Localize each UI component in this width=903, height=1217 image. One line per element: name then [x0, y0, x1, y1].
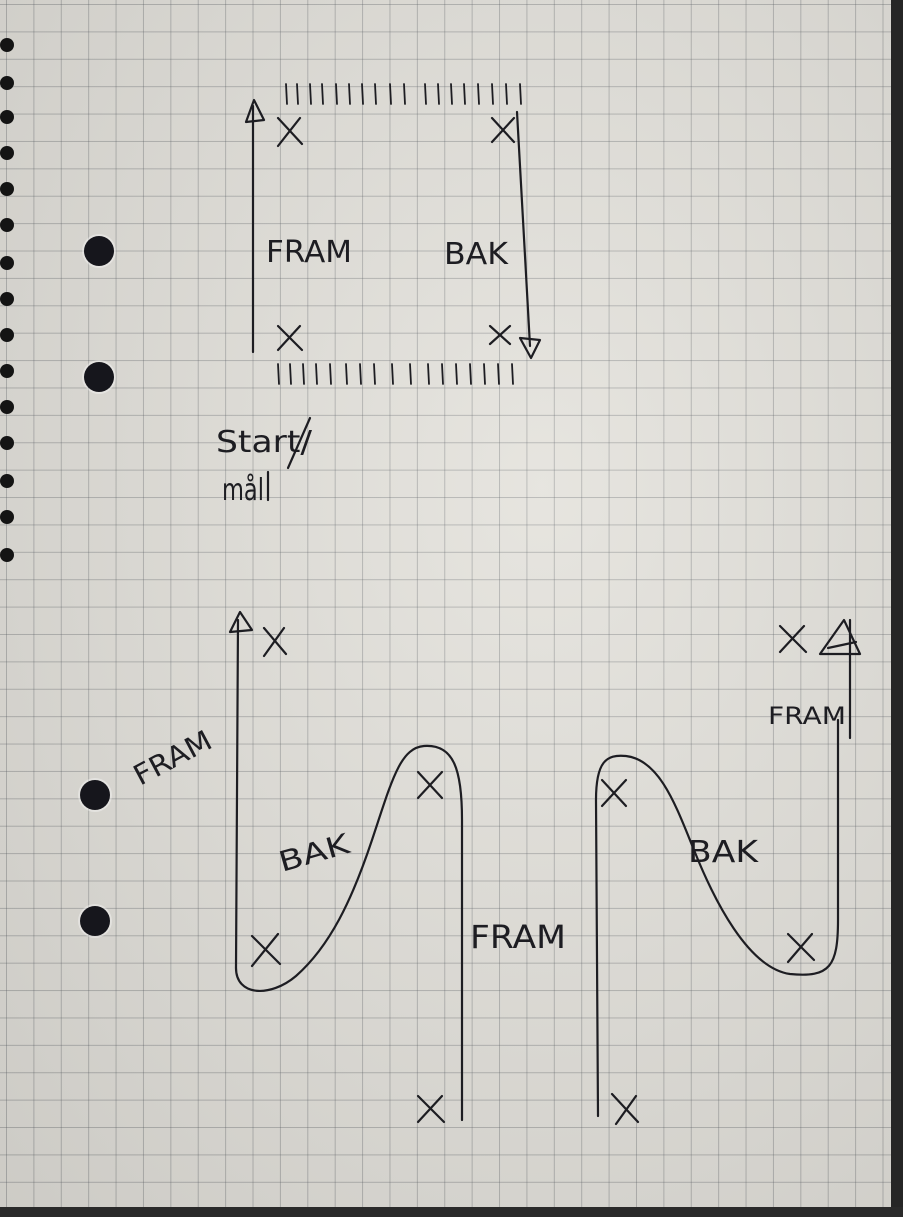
- bottom-hatch-marks: [278, 364, 513, 384]
- up-arrow-left: [246, 100, 264, 352]
- label-start: Start/: [216, 425, 313, 460]
- x-marker: [418, 772, 442, 798]
- label-bottom-fram-mid: FRAM: [470, 918, 566, 956]
- label-bottom-fram-left: FRAM: [128, 724, 218, 793]
- up-arrow-bottom-left: [230, 612, 252, 968]
- x-marker: [490, 326, 510, 344]
- label-top-fram: FRAM: [266, 235, 352, 270]
- top-hatch-marks: [286, 84, 521, 104]
- x-marker: [418, 1096, 444, 1122]
- x-marker: [252, 934, 280, 966]
- x-marker: [278, 326, 302, 350]
- path-loop-right: [596, 720, 838, 1116]
- x-marker: [612, 1094, 638, 1124]
- path-loop-left: [236, 746, 462, 1120]
- x-marker: [788, 934, 814, 962]
- x-marker: [602, 780, 626, 806]
- label-bottom-bak-left: BAK: [275, 827, 354, 879]
- label-top-bak: BAK: [444, 237, 509, 272]
- x-marker: [780, 626, 806, 652]
- down-arrow-right: [517, 112, 540, 358]
- label-mal: mål: [222, 473, 264, 508]
- label-bottom-bak-right: BAK: [688, 835, 760, 870]
- label-bottom-fram-right: FRAM: [768, 702, 846, 730]
- x-marker: [492, 118, 514, 142]
- x-marker: [264, 628, 286, 656]
- x-marker: [278, 118, 302, 146]
